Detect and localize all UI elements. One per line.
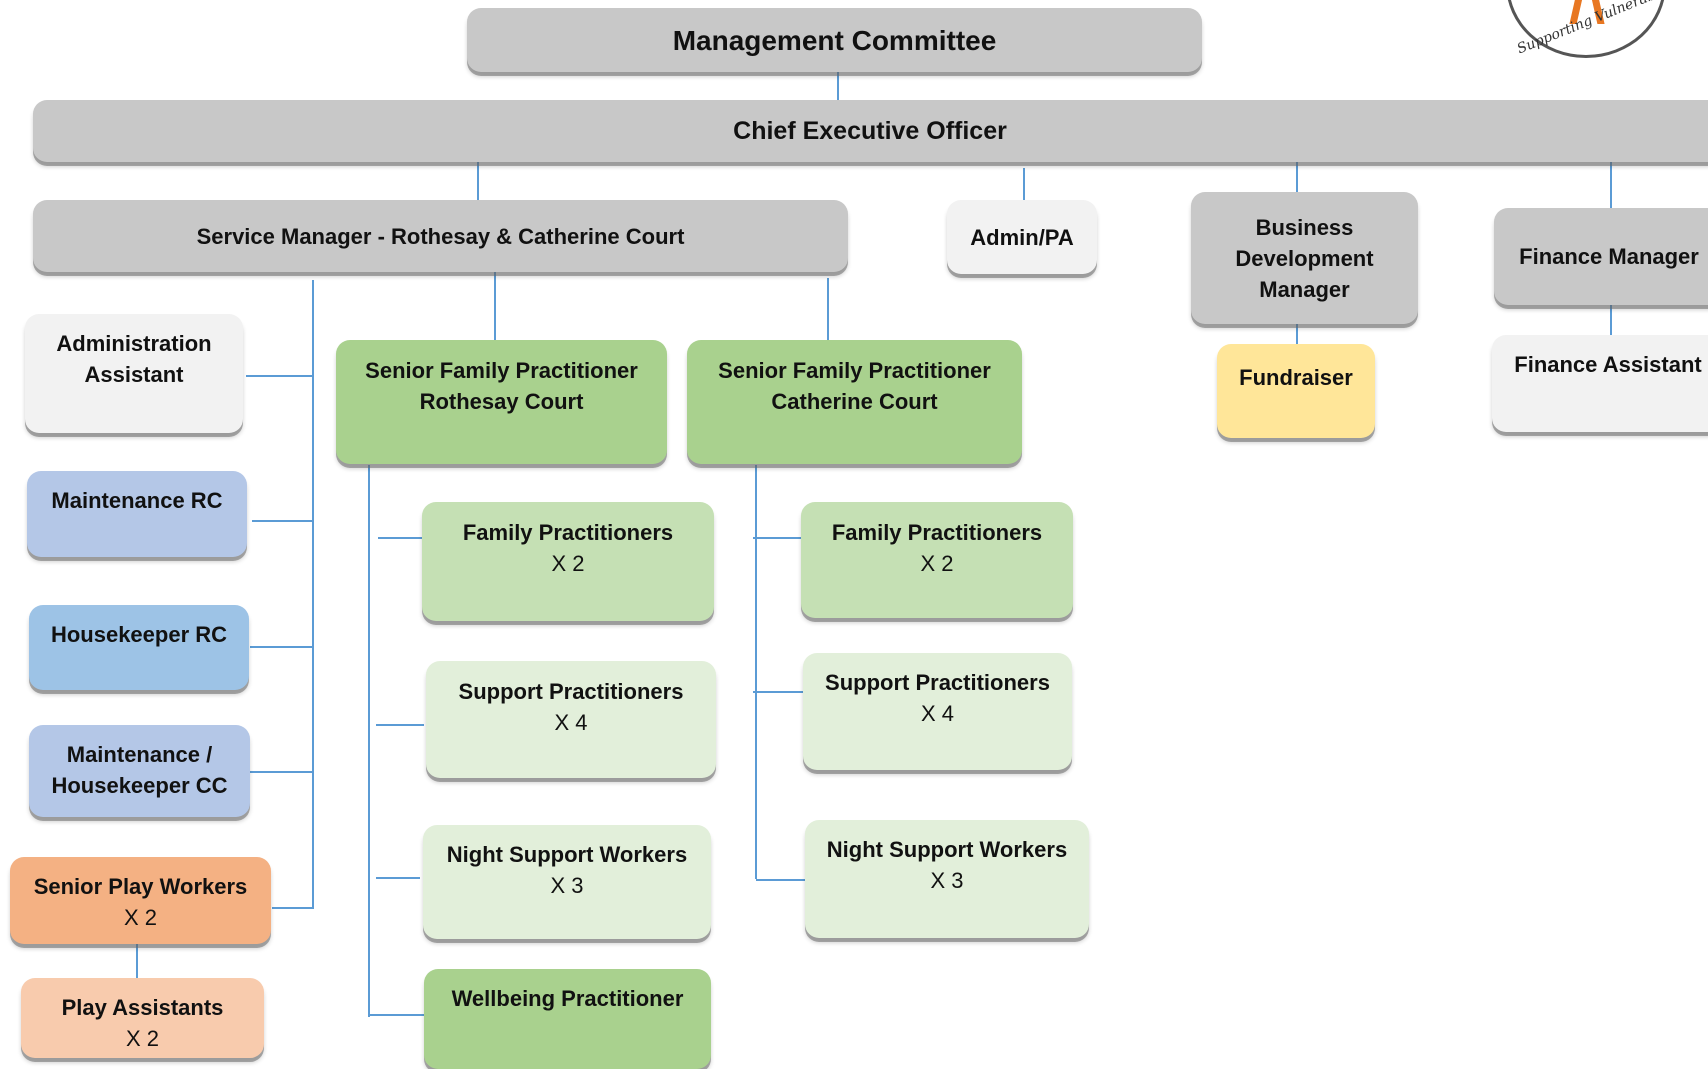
- connector-line: [1023, 168, 1025, 204]
- support-practitioners-catherine-box: Support Practitioners X 4: [803, 653, 1072, 770]
- senior-play-workers-count: X 2: [123, 905, 158, 930]
- family-practitioners-rothesay-count: X 2: [551, 551, 585, 576]
- senior-family-practitioner-catherine-title: Senior Family Practitioner: [718, 358, 991, 383]
- connector-line: [250, 771, 312, 773]
- support-practitioners-rothesay-label: Support Practitioners: [458, 679, 684, 704]
- senior-family-practitioner-catherine-box: Senior Family Practitioner Catherine Cou…: [687, 340, 1022, 464]
- support-practitioners-rothesay-box: Support Practitioners X 4: [426, 661, 716, 778]
- family-practitioners-rothesay-box: Family Practitioners X 2: [422, 502, 714, 621]
- connector-line: [1296, 324, 1298, 344]
- senior-play-workers-label: Senior Play Workers: [33, 874, 248, 899]
- connector-line: [1296, 162, 1298, 192]
- fundraiser-label: Fundraiser: [1239, 365, 1353, 390]
- connector-line: [477, 162, 479, 200]
- night-support-workers-catherine-count: X 3: [930, 868, 964, 893]
- senior-family-practitioner-rothesay-title: Senior Family Practitioner: [365, 358, 638, 383]
- maintenance-rc-box: Maintenance RC: [27, 471, 247, 557]
- business-development-manager-box: Business Development Manager: [1191, 192, 1418, 324]
- support-practitioners-catherine-count: X 4: [920, 701, 955, 726]
- night-support-workers-rothesay-label: Night Support Workers: [446, 842, 688, 867]
- senior-family-practitioner-rothesay-box: Senior Family Practitioner Rothesay Cour…: [336, 340, 667, 464]
- night-support-workers-rothesay-count: X 3: [550, 873, 584, 898]
- family-practitioners-catherine-box: Family Practitioners X 2: [801, 502, 1073, 618]
- family-practitioners-rothesay-label: Family Practitioners: [462, 520, 674, 545]
- connector-line: [136, 944, 138, 980]
- senior-family-practitioner-rothesay-location: Rothesay Court: [419, 389, 584, 414]
- maintenance-rc-label: Maintenance RC: [51, 488, 223, 513]
- connector-line: [1610, 305, 1612, 335]
- connector-line: [370, 1014, 424, 1016]
- connector-line: [755, 465, 757, 879]
- connector-line: [837, 72, 839, 102]
- family-practitioners-catherine-label: Family Practitioners: [831, 520, 1043, 545]
- connector-line: [378, 537, 422, 539]
- connector-line: [246, 375, 312, 377]
- admin-pa-box: Admin/PA: [947, 200, 1097, 274]
- management-committee-box: Management Committee: [467, 8, 1202, 72]
- finance-manager-box: Finance Manager: [1494, 208, 1708, 305]
- play-assistants-count: X 2: [125, 1026, 160, 1051]
- wellbeing-practitioner-box: Wellbeing Practitioner: [424, 969, 711, 1069]
- connector-line: [376, 877, 420, 879]
- connector-line: [753, 691, 803, 693]
- senior-play-workers-box: Senior Play Workers X 2: [10, 857, 271, 944]
- finance-assistant-label: Finance Assistant: [1514, 352, 1702, 377]
- maintenance-housekeeper-cc-box: Maintenance / Housekeeper CC: [29, 725, 250, 817]
- maintenance-housekeeper-cc-label: Maintenance / Housekeeper CC: [51, 742, 228, 798]
- play-assistants-label: Play Assistants: [61, 995, 224, 1020]
- connector-line: [756, 879, 805, 881]
- connector-line: [376, 724, 424, 726]
- family-practitioners-catherine-count: X 2: [920, 551, 954, 576]
- service-manager-label: Service Manager - Rothesay & Catherine C…: [196, 223, 685, 249]
- night-support-workers-catherine-box: Night Support Workers X 3: [805, 820, 1089, 938]
- business-development-manager-label: Business Development Manager: [1235, 214, 1374, 302]
- connector-line: [312, 280, 314, 908]
- night-support-workers-rothesay-box: Night Support Workers X 3: [423, 825, 711, 939]
- management-committee-label: Management Committee: [672, 24, 997, 56]
- support-practitioners-rothesay-count: X 4: [554, 710, 588, 735]
- connector-line: [753, 537, 801, 539]
- housekeeper-rc-box: Housekeeper RC: [29, 605, 249, 690]
- connector-line: [1610, 162, 1612, 208]
- connector-line: [368, 465, 370, 1017]
- ceo-label: Chief Executive Officer: [733, 116, 1007, 145]
- fundraiser-box: Fundraiser: [1217, 344, 1375, 438]
- night-support-workers-catherine-label: Night Support Workers: [826, 837, 1068, 862]
- connector-line: [272, 907, 314, 909]
- wellbeing-practitioner-label: Wellbeing Practitioner: [451, 986, 684, 1011]
- admin-pa-label: Admin/PA: [970, 224, 1074, 250]
- housekeeper-rc-label: Housekeeper RC: [50, 622, 228, 647]
- support-practitioners-catherine-label: Support Practitioners: [825, 670, 1050, 695]
- connector-line: [827, 278, 829, 340]
- play-assistants-box: Play Assistants X 2: [21, 978, 264, 1058]
- connector-line: [252, 520, 312, 522]
- finance-manager-label: Finance Manager: [1519, 244, 1699, 269]
- senior-family-practitioner-catherine-location: Catherine Court: [771, 389, 938, 414]
- connector-line: [250, 646, 312, 648]
- service-manager-box: Service Manager - Rothesay & Catherine C…: [33, 200, 848, 272]
- finance-assistant-box: Finance Assistant: [1492, 335, 1708, 432]
- logo-figure-icon: [1569, 0, 1605, 24]
- ceo-box: Chief Executive Officer: [33, 100, 1708, 162]
- administration-assistant-box: Administration Assistant: [25, 314, 243, 433]
- administration-assistant-label: Administration Assistant: [56, 331, 212, 387]
- connector-line: [494, 272, 496, 340]
